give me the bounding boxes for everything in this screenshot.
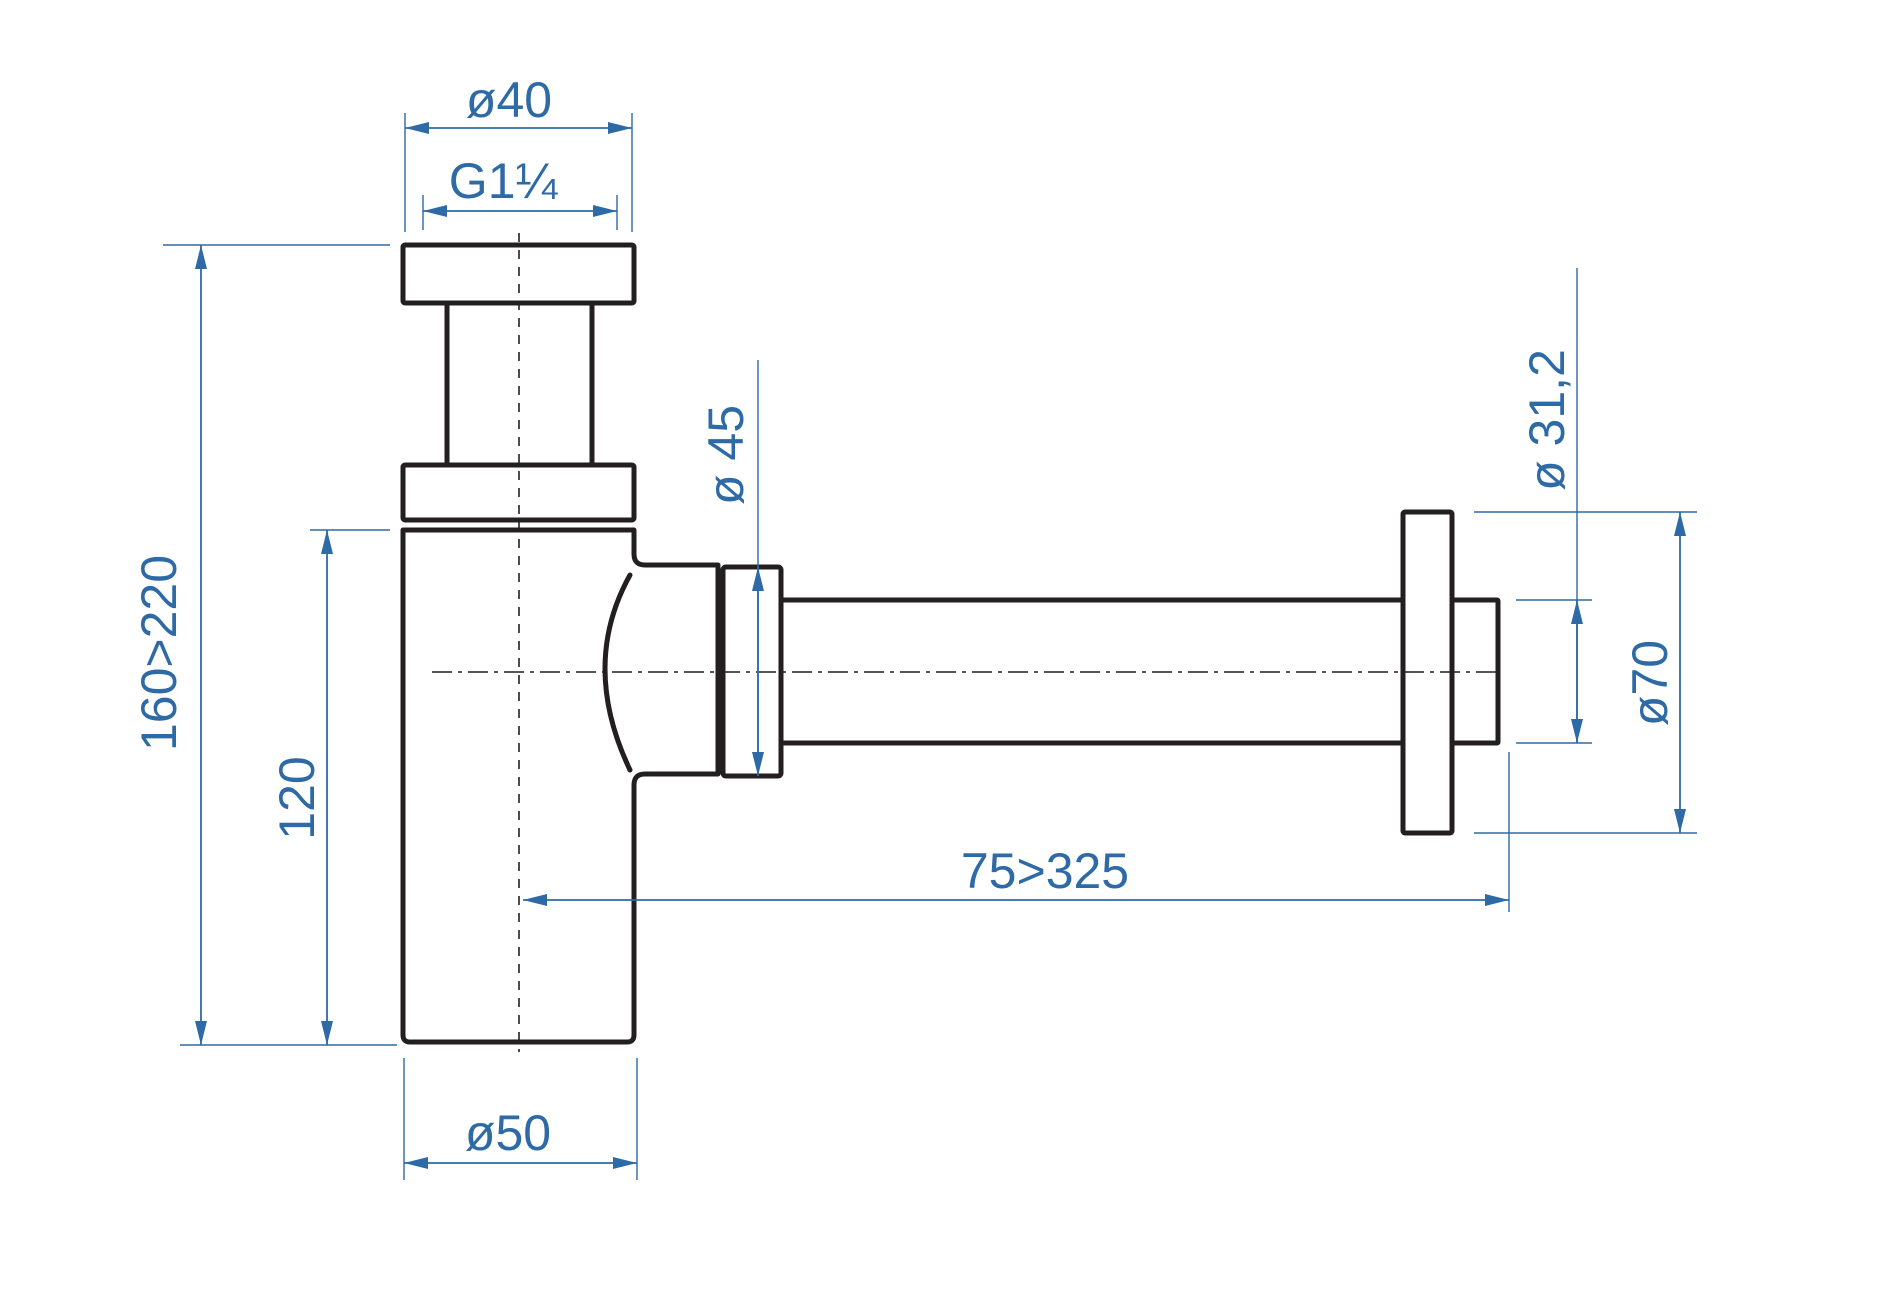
dim-outlet-diameter: ø 45 <box>698 360 764 776</box>
dim-inlet-outer-diameter: ø40 <box>404 72 633 232</box>
dim-total-height: 160>220 <box>131 244 397 1046</box>
neck-nut <box>400 462 637 523</box>
outlet-curve <box>602 572 633 773</box>
dim-rosette-diameter: ø70 <box>1474 511 1697 834</box>
dim-label-inlet-thread: G1¼ <box>449 153 559 209</box>
dim-body-diameter: ø50 <box>403 1058 638 1180</box>
dim-label-wall-pipe-diameter: ø 31,2 <box>1519 349 1575 491</box>
dim-label-outlet-diameter: ø 45 <box>698 405 754 505</box>
dim-wall-pipe-diameter: ø 31,2 <box>1516 268 1592 744</box>
center-lines <box>432 233 1498 1052</box>
dim-label-body-diameter: ø50 <box>465 1105 551 1161</box>
dim-label-horizontal-reach: 75>325 <box>961 843 1129 899</box>
dim-label-inlet-outer-diameter: ø40 <box>466 72 552 128</box>
dim-label-rosette-diameter: ø70 <box>1622 640 1678 726</box>
dim-inlet-thread: G1¼ <box>422 153 618 230</box>
dim-horizontal-reach: 75>325 <box>523 752 1510 912</box>
trap-outline <box>400 242 1501 1045</box>
dim-label-total-height: 160>220 <box>131 555 187 751</box>
dim-body-height: 120 <box>269 529 390 1045</box>
trap-body <box>400 527 721 1045</box>
dim-label-body-height: 120 <box>269 756 325 839</box>
